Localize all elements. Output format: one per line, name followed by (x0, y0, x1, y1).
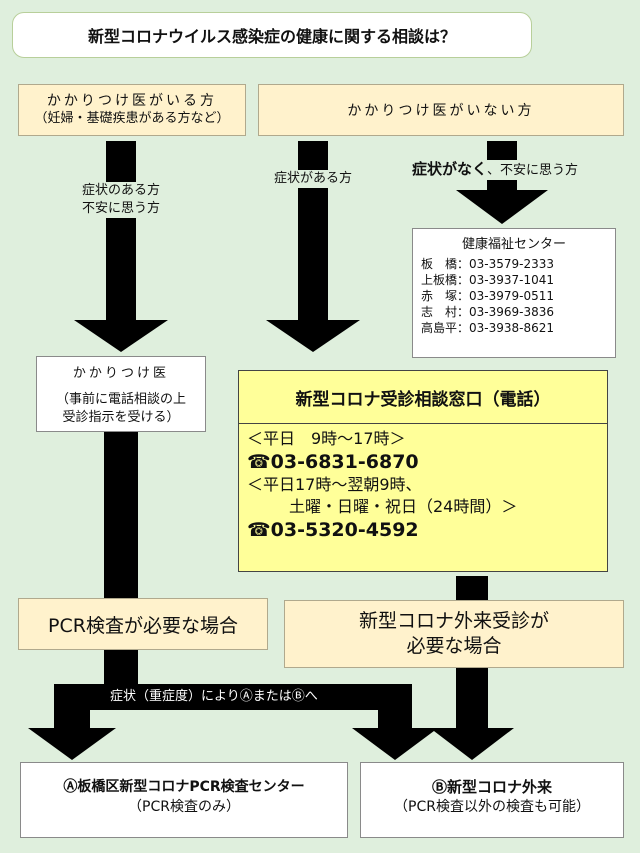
health-center-area: 板 橋 (421, 257, 458, 271)
dest-b-note: （PCR検査以外の検査も可能） (394, 799, 590, 815)
family-doctor-note2: 受診指示を受ける） (62, 410, 180, 425)
arrow-label-has-symptoms: 症状がある方 (256, 170, 370, 188)
outpatient-line1: 新型コロナ外来受診が (358, 610, 549, 632)
severity-label: 症状（重症度）によりⒶまたはⒷへ (110, 689, 318, 704)
arrow-to-b-right (430, 668, 514, 760)
health-center-row: 赤 塚：03-3979-0511 (421, 288, 615, 304)
pcr-needed-box: PCR検査が必要な場合 (18, 598, 268, 650)
health-center-row: 志 村：03-3969-3836 (421, 304, 615, 320)
dest-a-note: （PCR検査のみ） (128, 799, 240, 815)
arrow-label-no-symptoms: 症状がなく、不安に思う方 (412, 160, 626, 180)
health-center-title: 健康福祉センター (461, 237, 566, 252)
family-doctor-title: かかりつけ医 (72, 366, 170, 381)
no-doctor-label: かかりつけ医がいない方 (347, 103, 535, 119)
family-doctor-box: かかりつけ医 （事前に電話相談の上 受診指示を受ける） (36, 356, 206, 432)
connector-doctor-pcr (104, 430, 138, 598)
connector-consult-outpatient (456, 576, 488, 600)
page-title: 新型コロナウイルス感染症の健康に関する相談は？ (12, 12, 532, 58)
consult-box: 新型コロナ受診相談窓口（電話） ＜平日 9時～17時＞ ☎03-6831-687… (238, 370, 608, 572)
outpatient-needed-box: 新型コロナ外来受診が 必要な場合 (284, 600, 624, 668)
consult-title-area: 新型コロナ受診相談窓口（電話） (239, 371, 607, 424)
dest-a-box: Ⓐ板橋区新型コロナPCR検査センター （PCR検査のみ） (20, 762, 348, 838)
health-center-area: 赤 塚 (421, 289, 458, 303)
has-doctor-sublabel: （妊婦・基礎疾患がある方など） (34, 111, 230, 126)
no-symptoms-rest: 、不安に思う方 (487, 163, 579, 178)
health-center-area: 志 村 (421, 305, 458, 319)
health-center-area: 上板橋 (421, 273, 458, 287)
has-doctor-box: かかりつけ医がいる方 （妊婦・基礎疾患がある方など） (18, 84, 246, 136)
consult-night2: 土曜・日曜・祝日（24時間）＞ (289, 497, 518, 516)
arrow-to-a (28, 710, 116, 760)
no-symptoms-bold: 症状がなく (412, 160, 488, 178)
arrow-to-health-center (456, 141, 548, 224)
consult-weekday: ＜平日 9時～17時＞ (247, 429, 406, 448)
health-center-row: 高島平：03-3938-8621 (421, 320, 615, 336)
page-title-text: 新型コロナウイルス感染症の健康に関する相談は？ (87, 27, 456, 46)
dest-b-title: Ⓑ新型コロナ外来 (431, 778, 552, 796)
has-doctor-label: かかりつけ医がいる方 (46, 93, 218, 109)
label-line: 不安に思う方 (81, 201, 160, 216)
arrow-to-family-doctor (74, 141, 168, 352)
label-line: 症状のある方 (81, 183, 160, 198)
health-center-phone[interactable]: ：03-3938-8621 (457, 321, 555, 335)
consult-phone1[interactable]: ☎03-6831-6870 (247, 451, 419, 473)
outpatient-line2: 必要な場合 (406, 635, 502, 657)
arrow-label-symptoms-anxious: 症状のある方 不安に思う方 (56, 182, 186, 218)
pcr-needed-label: PCR検査が必要な場合 (48, 614, 238, 637)
health-center-phone[interactable]: ：03-3579-2333 (457, 257, 555, 271)
consult-body: ＜平日 9時～17時＞ ☎03-6831-6870 ＜平日17時～翌朝9時、 土… (239, 424, 607, 542)
severity-bar (54, 684, 412, 710)
no-doctor-box: かかりつけ医がいない方 (258, 84, 624, 136)
consult-phone2[interactable]: ☎03-5320-4592 (247, 519, 419, 541)
health-center-phone[interactable]: ：03-3979-0511 (457, 289, 555, 303)
dest-b-box: Ⓑ新型コロナ外来 （PCR検査以外の検査も可能） (360, 762, 624, 838)
arrow-to-consult (266, 141, 360, 352)
health-center-row: 板 橋：03-3579-2333 (421, 256, 615, 272)
health-center-area: 高島平 (421, 321, 458, 335)
consult-night1: ＜平日17時～翌朝9時、 (247, 475, 422, 494)
health-center-row: 上板橋：03-3937-1041 (421, 272, 615, 288)
family-doctor-note1: （事前に電話相談の上 (55, 392, 186, 407)
dest-a-title: Ⓐ板橋区新型コロナPCR検査センター (63, 779, 305, 795)
consult-title: 新型コロナ受診相談窓口（電話） (295, 389, 551, 410)
arrow-to-b-left (352, 710, 438, 760)
health-center-phone[interactable]: ：03-3937-1041 (457, 273, 555, 287)
health-center-phone[interactable]: ：03-3969-3836 (457, 305, 555, 319)
connector-pcr-bar (104, 650, 138, 684)
